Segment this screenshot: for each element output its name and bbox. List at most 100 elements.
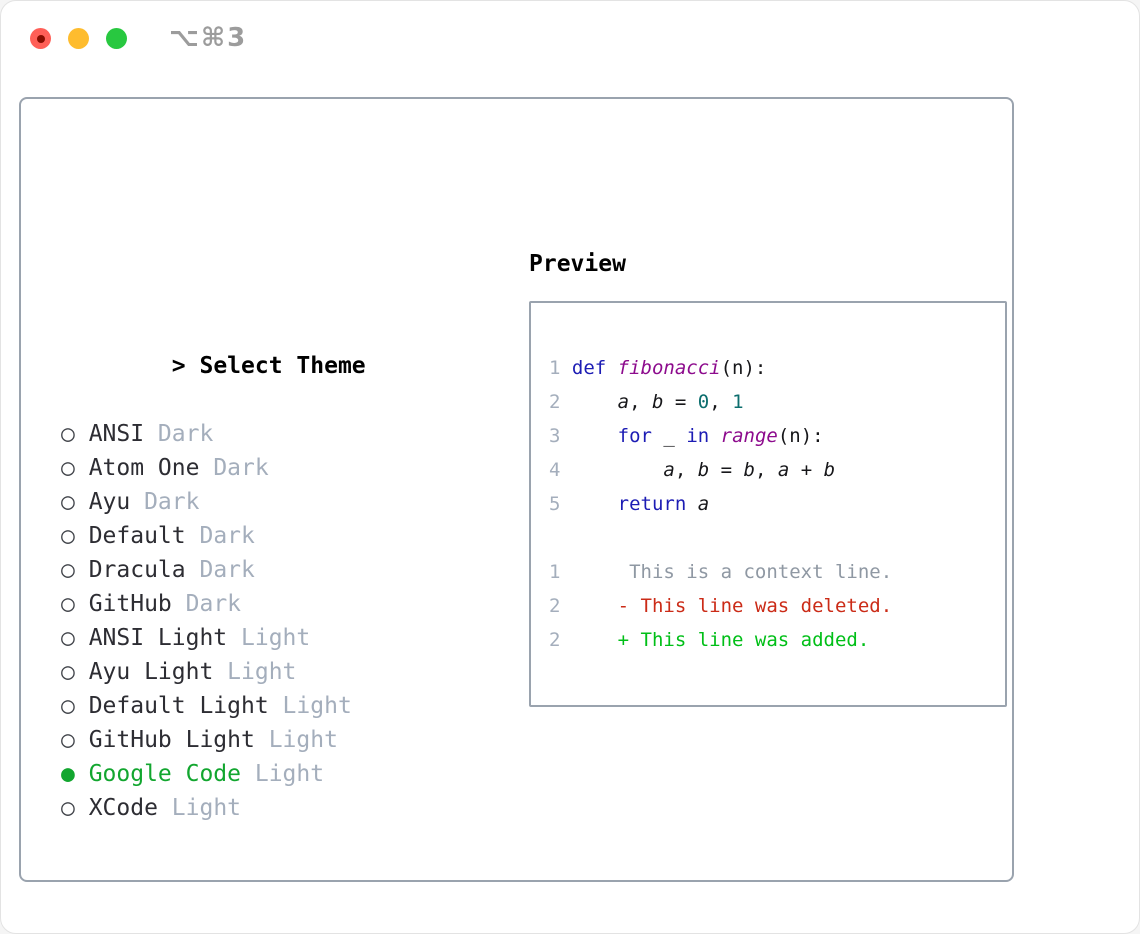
theme-variant-label: Dark — [171, 591, 242, 617]
code-token-numlit: 1 — [732, 391, 744, 413]
code-token-pl — [572, 459, 664, 481]
code-line: 2 - This line was deleted. — [549, 589, 991, 623]
code-token-pl: , — [629, 391, 652, 413]
code-token-pl: , — [709, 391, 733, 413]
theme-option-ayu-light[interactable]: ○ Ayu Light Light — [61, 655, 491, 689]
theme-option-name: Google Code — [88, 761, 242, 787]
minimize-button[interactable] — [68, 28, 89, 49]
radio-icon: ○ — [61, 455, 75, 481]
radio-icon: ○ — [61, 625, 75, 651]
code-token-pl: = — [709, 459, 744, 481]
code-token-kw: def — [571, 357, 618, 379]
theme-option-default[interactable]: ○ Default Dark — [61, 519, 491, 553]
theme-option-ayu[interactable]: ○ Ayu Dark — [61, 485, 491, 519]
traffic-lights — [30, 28, 127, 49]
line-number: 5 — [549, 493, 572, 515]
theme-option-default-light[interactable]: ○Default Light Light — [61, 689, 491, 723]
theme-option-google-code[interactable]: ●Google Code Light — [61, 757, 491, 791]
code-token-pl — [572, 391, 618, 413]
code-token-pl: , — [674, 459, 698, 481]
line-number: 3 — [549, 425, 572, 447]
code-line: 2 + This line was added. — [549, 623, 991, 657]
theme-option-atom-one[interactable]: ○ Atom One Dark — [61, 451, 491, 485]
line-number: 1 — [549, 357, 572, 379]
code-token-pl: , — [754, 459, 778, 481]
focus-cursor-icon: > — [171, 353, 186, 379]
theme-list: ○ANSI Dark○Atom One Dark○Ayu Dark○Defaul… — [61, 417, 491, 825]
line-number: 4 — [549, 459, 572, 481]
theme-option-name: Ayu Light — [88, 659, 214, 685]
theme-variant-label: Light — [241, 761, 325, 787]
radio-icon: ○ — [61, 523, 75, 549]
code-token-var: a — [697, 493, 710, 515]
select-theme-label: Select Theme — [199, 353, 366, 379]
line-number: 2 — [549, 629, 572, 651]
code-token-pl: + — [789, 459, 824, 481]
theme-option-name: Ayu — [88, 489, 131, 515]
close-dot-icon — [36, 34, 45, 43]
code-token-var: b — [823, 459, 836, 481]
theme-dialog-panel: >Select Theme ○ANSI Dark○Atom One Dark○A… — [19, 97, 1014, 882]
theme-option-dracula[interactable]: ○ Dracula Dark — [61, 553, 491, 587]
select-theme-header: > Select Theme — [61, 315, 491, 379]
titlebar: ⌥⌘3 — [1, 1, 1139, 79]
theme-option-github[interactable]: ○GitHub Dark — [61, 587, 491, 621]
zoom-button[interactable] — [106, 28, 127, 49]
code-token-pl: _ — [651, 425, 687, 447]
code-token-add: + This line was added. — [571, 629, 870, 651]
theme-variant-label: Light — [227, 625, 311, 651]
close-button[interactable] — [30, 28, 51, 49]
line-number: 1 — [549, 561, 572, 583]
code-token-pl: (n): — [777, 425, 824, 447]
code-token-pl — [572, 493, 618, 515]
theme-option-github-light[interactable]: ○GitHub Light Light — [61, 723, 491, 757]
code-token-var: b — [652, 391, 664, 413]
code-token-del: - This line was deleted. — [571, 595, 893, 617]
radio-icon: ○ — [61, 489, 75, 515]
code-token-fn: fibonacci — [617, 357, 721, 379]
code-token-pl — [686, 493, 697, 515]
radio-icon: ○ — [61, 557, 75, 583]
code-line: 4 a, b = b, a + b — [549, 453, 991, 487]
code-line: 2 a, b = 0, 1 — [549, 385, 991, 419]
theme-option-xcode[interactable]: ○XCode Light — [61, 791, 491, 825]
theme-variant-label: Dark — [144, 421, 214, 447]
theme-option-name: Default — [88, 523, 186, 549]
code-line: 1 This is a context line. — [549, 555, 991, 589]
code-token-fn: range — [720, 425, 778, 447]
radio-icon: ○ — [61, 659, 75, 685]
code-token-var: b — [743, 459, 755, 481]
code-line: 5 return a — [549, 487, 991, 521]
code-token-var: a — [663, 459, 675, 481]
line-number: 2 — [549, 391, 572, 413]
radio-icon: ○ — [61, 727, 75, 753]
code-token-kw: in — [686, 425, 710, 447]
code-token-pl — [709, 425, 720, 447]
theme-variant-label: Dark — [185, 523, 255, 549]
theme-variant-label: Light — [268, 693, 352, 719]
code-token-pl — [572, 425, 618, 447]
line-number: 2 — [549, 595, 572, 617]
theme-variant-label: Dark — [130, 489, 200, 515]
code-token-pl: (n): — [720, 357, 767, 379]
theme-option-name: Atom One — [88, 455, 200, 481]
theme-option-name: Dracula — [88, 557, 186, 583]
theme-variant-label: Dark — [185, 557, 255, 583]
code-line: 3 for _ in range(n): — [549, 419, 991, 453]
theme-variant-label: Dark — [199, 455, 269, 481]
theme-option-name: ANSI — [88, 421, 145, 447]
window-title-shortcut: ⌥⌘3 — [169, 23, 248, 53]
theme-option-name: XCode — [88, 795, 158, 821]
theme-variant-label: Light — [213, 659, 297, 685]
radio-icon: ○ — [61, 693, 75, 719]
theme-option-ansi-light[interactable]: ○ANSI Light Light — [61, 621, 491, 655]
code-token-ctx: This is a context line. — [571, 561, 893, 583]
preview-label: Preview — [529, 251, 626, 277]
code-token-kw: for — [617, 425, 652, 447]
theme-option-ansi[interactable]: ○ANSI Dark — [61, 417, 491, 451]
radio-icon: ○ — [61, 591, 75, 617]
code-line: 1 def fibonacci(n): — [549, 351, 991, 385]
